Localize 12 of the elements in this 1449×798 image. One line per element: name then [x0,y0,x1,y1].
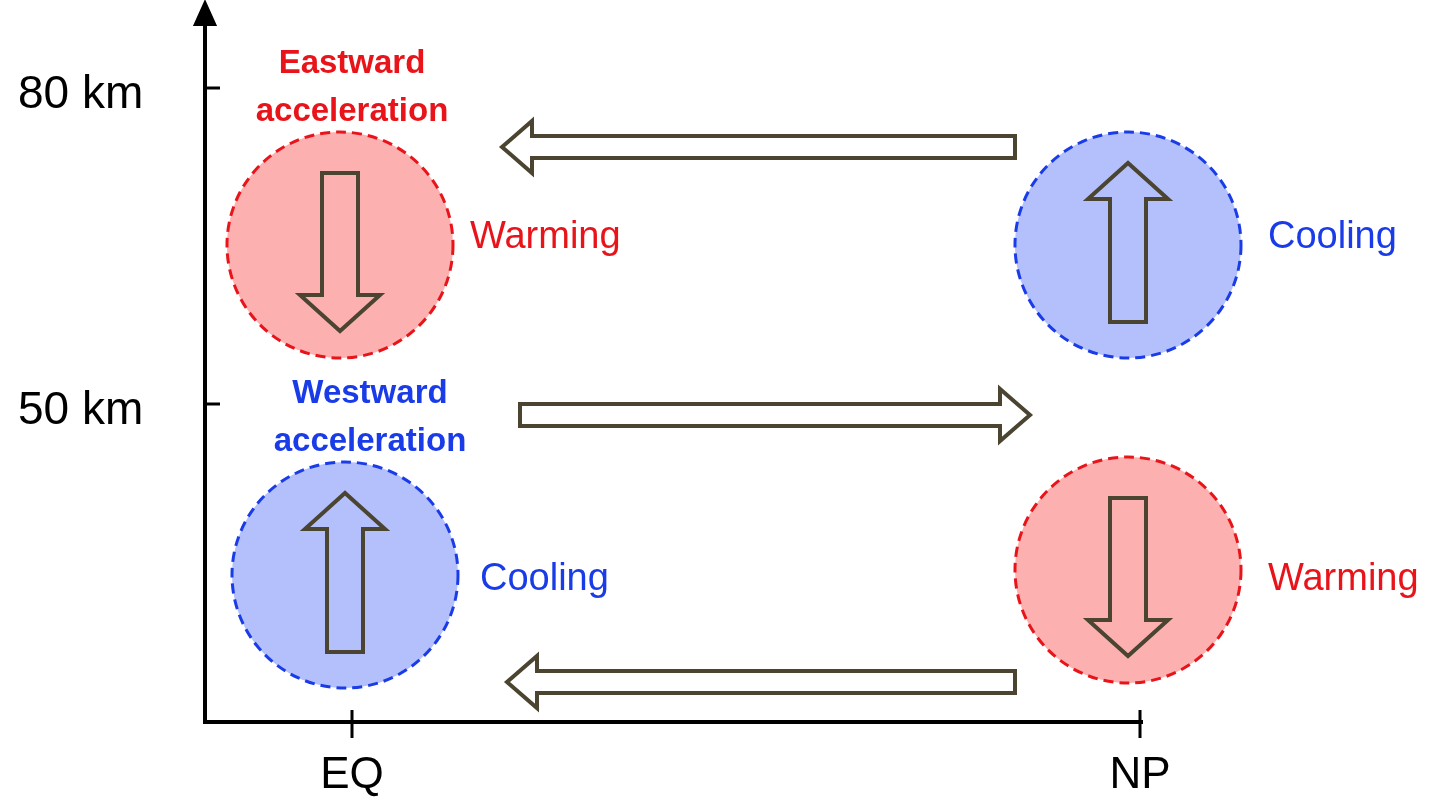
block-arrow [498,116,1017,178]
annotation-text: Warming [1268,556,1419,600]
annotation-text: Eastward acceleration [254,42,450,130]
block-arrow [503,651,1017,713]
axis-tick-label: 80 km [18,66,144,119]
annotation-text: Warming [470,214,621,258]
axis-tick-label: 50 km [18,382,144,435]
axis-tick-label: EQ [320,748,384,798]
axis-tick-label: NP [1109,748,1171,798]
annotation-text: Westward acceleration [272,372,468,460]
annotation-text: Cooling [1268,214,1397,258]
annotation-text: Cooling [480,556,609,600]
